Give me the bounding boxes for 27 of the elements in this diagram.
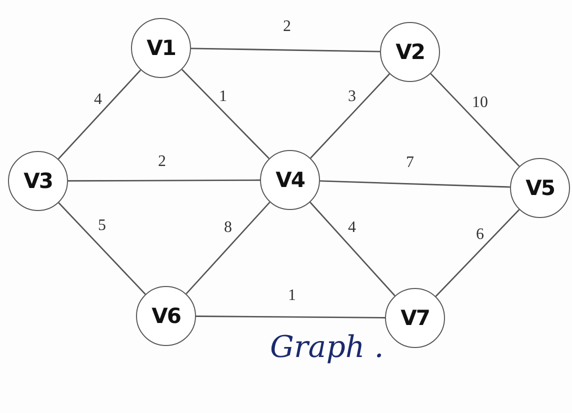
vertex-circle	[260, 150, 320, 210]
vertex-label: V5	[526, 176, 554, 200]
edge-line	[310, 73, 390, 159]
caption: Graph .	[270, 330, 384, 365]
vertex-label: V4	[276, 168, 304, 192]
vertex-circle	[131, 18, 191, 78]
vertex-label: V1	[146, 36, 176, 60]
vertex-label: V7	[400, 306, 430, 330]
vertex-circle	[510, 158, 570, 218]
vertex-label: V2	[396, 40, 424, 64]
edge-line	[181, 68, 270, 160]
edge-line	[196, 316, 385, 318]
edge-line	[58, 202, 146, 295]
vertex-circle	[136, 286, 196, 346]
edge-line	[190, 48, 380, 52]
edge-line	[58, 70, 142, 160]
edge-line	[310, 202, 396, 296]
vertex-circle	[385, 288, 445, 348]
vertex-circle	[8, 151, 68, 211]
vertex-label: V3	[24, 169, 52, 193]
edge-line	[68, 179, 260, 182]
edge-line	[435, 209, 520, 297]
vertex-label: V6	[152, 304, 180, 328]
edge-line	[430, 73, 520, 167]
edge-line	[186, 202, 270, 294]
edge-line	[320, 180, 510, 188]
vertex-circle	[380, 22, 440, 82]
